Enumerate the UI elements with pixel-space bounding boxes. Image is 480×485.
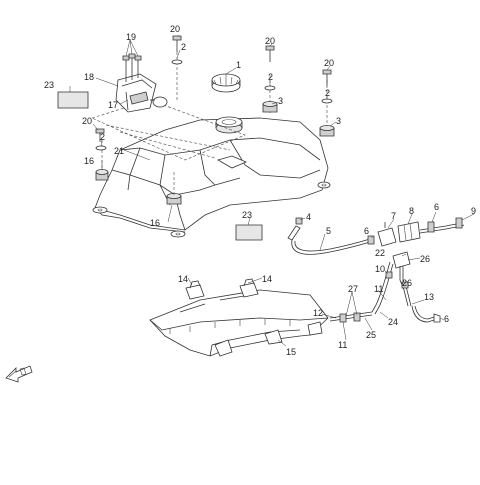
callout-20: 20 [324, 58, 334, 68]
bolt-top [171, 35, 183, 65]
callout-4: 4 [306, 212, 311, 222]
callout-8: 8 [409, 206, 414, 216]
callout-16: 16 [150, 218, 160, 228]
callout-7: 7 [391, 211, 396, 221]
callout-3: 3 [278, 96, 283, 106]
callout-labels: 1 2 2 2 2 3 3 4 5 6 6 6 7 8 9 10 11 11 1… [44, 24, 476, 357]
callout-1: 1 [236, 60, 241, 70]
callout-23: 23 [44, 80, 54, 90]
bolt-assembly-right [319, 69, 335, 137]
callout-2: 2 [325, 88, 330, 98]
callout-24: 24 [388, 317, 398, 327]
callout-21: 21 [114, 146, 124, 156]
warning-label-plate [57, 91, 89, 109]
callout-25: 25 [366, 330, 376, 340]
tank-rubber-cushion [95, 169, 109, 181]
callout-2: 2 [100, 132, 105, 142]
callout-9: 9 [471, 206, 476, 216]
fuel-pump-connector [371, 251, 412, 315]
warning-label-plate [235, 224, 263, 241]
callout-26: 26 [420, 254, 430, 264]
callout-10: 10 [375, 264, 385, 274]
callout-22: 22 [375, 248, 385, 258]
callout-2: 2 [268, 72, 273, 82]
fuel-tank [92, 116, 331, 238]
callout-16: 16 [84, 156, 94, 166]
hose-clamp [367, 217, 463, 245]
callout-18: 18 [84, 72, 94, 82]
fuel-hose [287, 225, 371, 255]
callout-6: 6 [444, 314, 449, 324]
callout-27: 27 [348, 284, 358, 294]
callout-15: 15 [286, 347, 296, 357]
callout-14: 14 [178, 274, 188, 284]
callout-11: 11 [374, 284, 383, 294]
callout-20: 20 [265, 36, 275, 46]
shield-clip [239, 278, 259, 298]
front-direction-arrow-icon [5, 365, 33, 383]
callout-2: 2 [181, 42, 186, 52]
callout-13: 13 [424, 292, 434, 302]
callout-17: 17 [108, 100, 118, 110]
pump-bracket [115, 53, 168, 113]
fuel-filter [377, 221, 465, 247]
callout-3: 3 [336, 116, 341, 126]
callout-26: 26 [402, 278, 412, 288]
heat-shield-bracket [149, 289, 329, 357]
callout-6: 6 [364, 226, 369, 236]
overflow-hose [329, 311, 373, 323]
callout-5: 5 [326, 226, 331, 236]
callout-20: 20 [170, 24, 180, 34]
breather-hose [411, 305, 441, 323]
leader-lines [69, 35, 475, 347]
callout-20: 20 [82, 116, 92, 126]
callout-12: 12 [313, 308, 323, 318]
tank-rubber-cushion [166, 193, 182, 205]
fuel-hose-clamp-4 [295, 217, 303, 225]
bolt-assembly-center [262, 45, 278, 113]
callout-19: 19 [126, 32, 136, 42]
fuel-cap [211, 73, 241, 93]
callout-6: 6 [434, 202, 439, 212]
callout-23: 23 [242, 210, 252, 220]
shield-clip [185, 280, 205, 300]
callout-11: 11 [338, 340, 347, 350]
callout-14: 14 [262, 274, 272, 284]
